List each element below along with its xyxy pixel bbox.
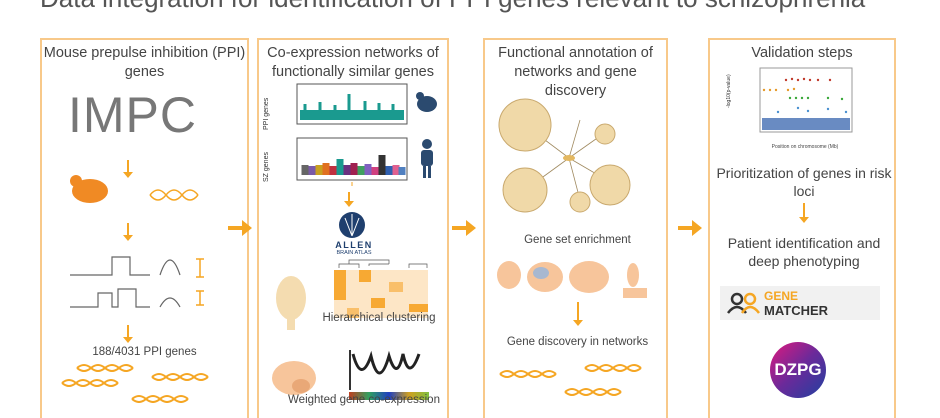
mouse-brain-icon (276, 276, 306, 330)
panel-coexpression: Co-expression networks of functionally s… (257, 38, 449, 418)
down-arrow-icon (573, 302, 583, 326)
plot-y-label: -log10(p-value) (726, 74, 732, 108)
wgcna-dendrogram (349, 350, 429, 400)
dna-scissors-icon (149, 189, 199, 201)
mouse-icon (416, 92, 437, 112)
brain-development-icons (497, 261, 647, 298)
slide-title: Data integration for identification of P… (40, 0, 865, 14)
clustering-illustrations (272, 259, 429, 400)
panel-functional-annotation: Functional annotation of networks and ge… (483, 38, 668, 418)
flow-arrow-icon (228, 220, 252, 236)
manhattan-plots (296, 83, 437, 186)
startle-waveform-icon (70, 256, 181, 308)
down-arrow-icon (123, 160, 133, 343)
genematcher-text-2: MATCHER (764, 303, 829, 318)
dna-strands-icon (499, 364, 642, 396)
panel-ppi-genes: Mouse prepulse inhibition (PPI) genes IM… (40, 38, 249, 418)
locus-plot (759, 67, 853, 133)
gene-set-enrichment-label: Gene set enrichment (524, 234, 631, 246)
heatmap (334, 259, 428, 318)
down-arrow-icon (344, 192, 354, 207)
allen-logo-subtext: BRAIN ATLAS (336, 250, 372, 256)
network-diagram (498, 98, 631, 213)
allen-brain-atlas-logo (339, 212, 365, 238)
impc-logo: IMPC (68, 87, 197, 143)
person-icon (421, 139, 433, 178)
panel-heading: Validation steps (751, 45, 853, 61)
flow-arrow-icon (678, 220, 702, 236)
genematcher-logo: GENE MATCHER (720, 286, 880, 320)
panel-heading: Co-expression networks of functionally s… (267, 45, 439, 80)
dna-strands-icon (61, 364, 209, 403)
prioritization-label: Prioritization of genes in risk loci (716, 165, 892, 199)
clustering-label: Hierarchical clustering (322, 312, 436, 324)
sz-plot-label: SZ genes (263, 152, 270, 182)
flow-arrow-icon (452, 220, 476, 236)
dzpg-text: DZPG (774, 360, 822, 379)
panel-heading: Functional annotation of networks and ge… (498, 45, 653, 99)
panel-heading: Mouse prepulse inhibition (PPI) genes (43, 45, 246, 80)
allen-logo-text: ALLEN (335, 240, 373, 250)
mouse-icon (70, 175, 108, 203)
dzpg-logo: DZPG (770, 342, 826, 398)
genematcher-text-1: GENE (764, 289, 799, 303)
wgcna-label: Weighted gene co-expression (288, 394, 440, 406)
human-brain-icon (272, 361, 316, 395)
down-arrow-icon (799, 203, 809, 223)
gene-discovery-label: Gene discovery in networks (506, 336, 649, 348)
people-icon (727, 292, 760, 314)
ppi-plot-label: PPI genes (263, 97, 270, 130)
panel-validation: Validation steps -log10(p-value) Positio… (708, 38, 896, 418)
ppi-illustrations (70, 160, 204, 343)
plot-x-label: Position on chromosome (Mb) (771, 144, 839, 150)
ppi-gene-count: 188/4031 PPI genes (92, 346, 197, 358)
patient-identification-label: Patient identification and deep phenotyp… (727, 235, 881, 269)
